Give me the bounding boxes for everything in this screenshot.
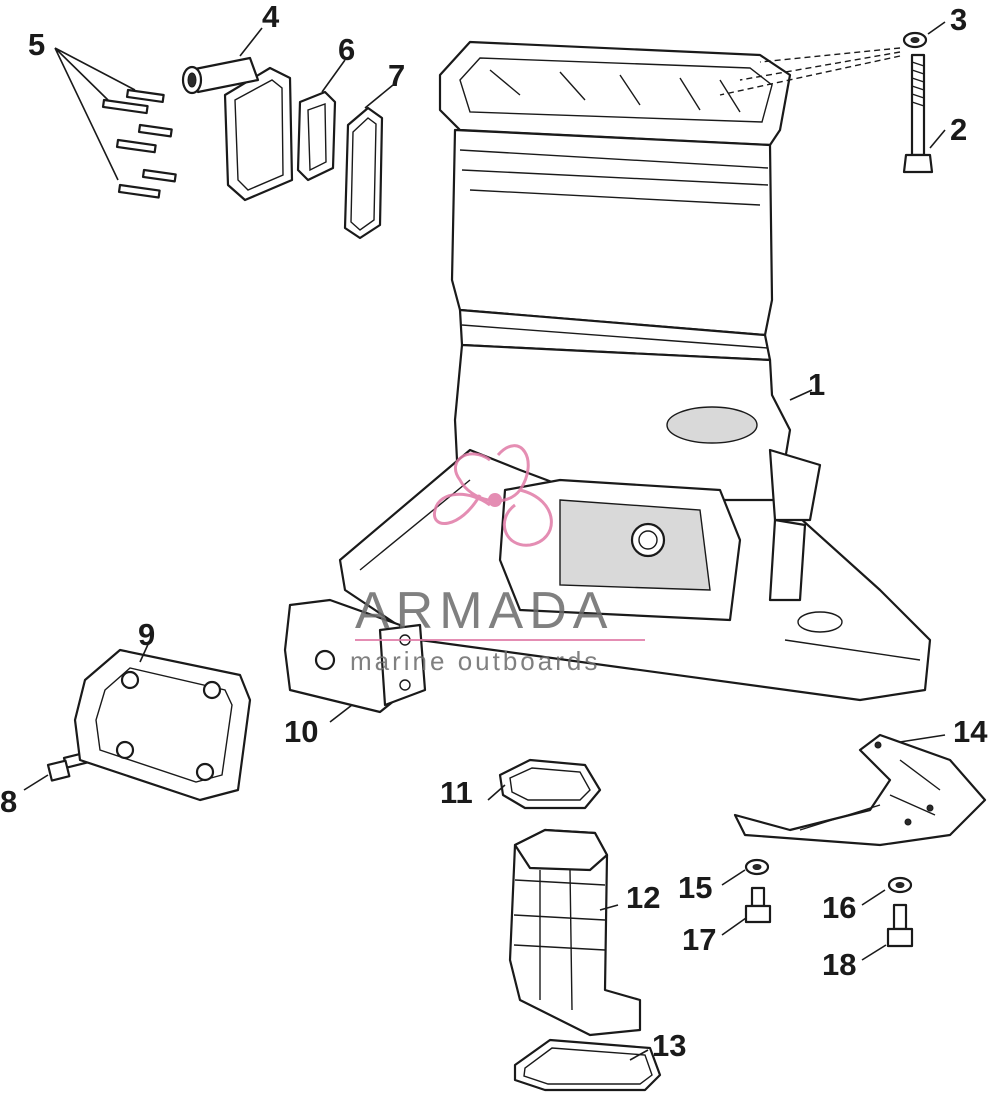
gasket-part-7 [343,106,384,240]
deflector-part-14 [733,733,987,847]
block-part-10 [283,598,427,714]
callout-7: 7 [388,58,405,93]
exhaust-housing-part-1 [338,40,932,702]
seal-part-11 [498,758,602,810]
armada-watermark: ARMADA marine outboards [350,444,645,676]
callout-6: 6 [338,32,355,67]
exhaust-tube-part-12 [508,828,642,1037]
callout-14: 14 [953,714,988,749]
callout-2: 2 [950,112,967,147]
callout-13: 13 [652,1028,686,1063]
washer-part-16 [887,876,913,894]
callout-11: 11 [440,775,473,810]
callout-18: 18 [822,947,856,982]
callout-4: 4 [262,0,280,34]
callout-9: 9 [138,617,155,652]
callout-1: 1 [808,367,825,402]
watermark-tagline: marine outboards [350,646,600,676]
callout-12: 12 [626,880,660,915]
screws-part-5 [101,88,177,199]
callout-8: 8 [0,784,17,819]
callout-15: 15 [678,870,712,905]
callout-16: 16 [822,890,856,925]
callout-5: 5 [28,27,45,62]
screw-part-18 [886,903,914,948]
screw-part-17 [744,886,772,924]
washer-part-15 [744,858,770,876]
exhaust-cover-part-4 [181,56,294,202]
plate-part-6 [296,90,337,182]
washer-part-3 [902,31,928,49]
callout-3: 3 [950,2,967,37]
cover-plate-part-9 [73,648,252,802]
callout-numbers: 1 2 3 4 5 6 7 8 9 10 11 12 13 14 15 16 1… [0,0,988,1063]
long-bolt-part-2 [902,53,934,174]
callout-10: 10 [284,714,318,749]
leader-lines [23,21,946,1061]
watermark-brand: ARMADA [355,582,613,640]
gasket-part-13 [513,1038,662,1092]
callout-17: 17 [682,922,716,957]
